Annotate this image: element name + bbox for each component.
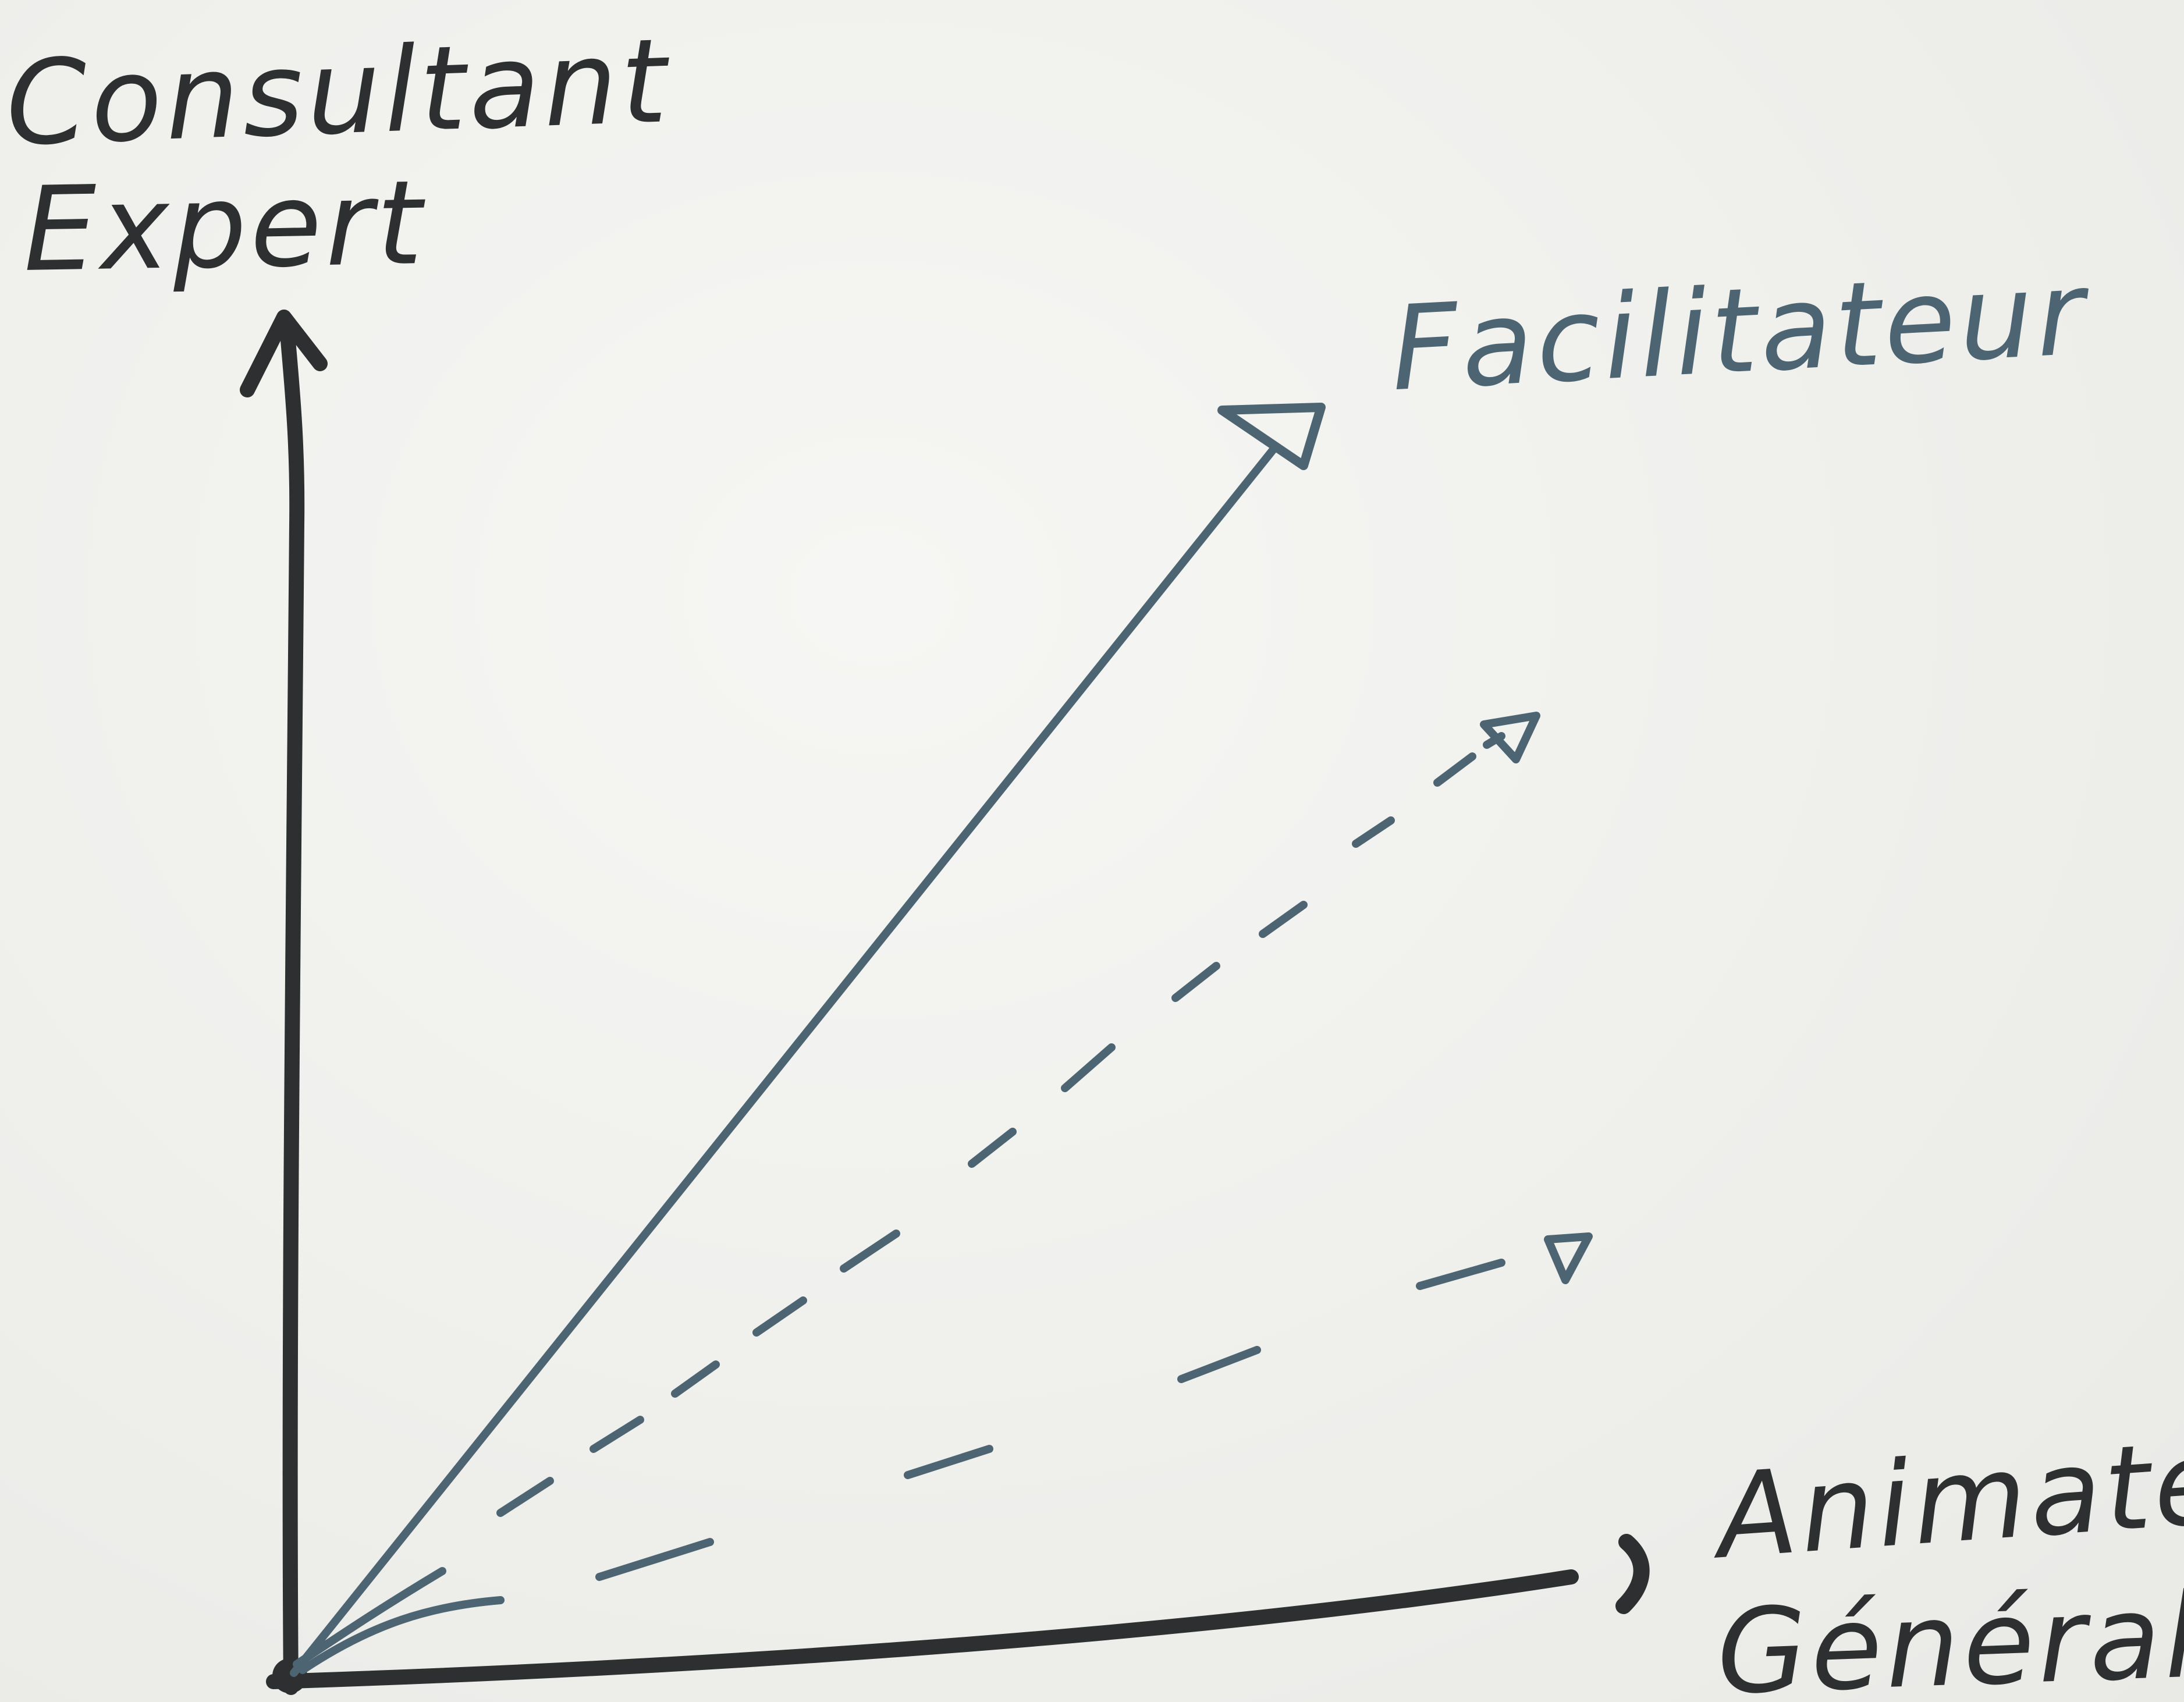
x-axis-arrowhead — [1615, 1534, 1650, 1614]
upper-dashed-arrowhead — [1480, 712, 1540, 763]
y-axis-label-line1: Consultant — [3, 13, 673, 172]
upper-dashed-arrow — [496, 732, 1505, 1517]
lower-dashed-arrowhead — [1544, 1232, 1593, 1284]
facilitateur-arrowhead — [1217, 403, 1326, 470]
y-axis-arrowhead — [240, 310, 328, 397]
facilitateur-arrow-line — [290, 444, 1279, 1677]
x-axis-label-line2: Généraliste — [1714, 1560, 2184, 1702]
lower-dashed-arrow — [595, 1259, 1505, 1581]
y-axis-line — [279, 318, 305, 1695]
x-axis-line — [266, 1569, 1579, 1689]
y-axis-label-line2: Expert — [22, 155, 427, 299]
origin-stroke-lower — [299, 1596, 505, 1674]
diagonal-label: Facilitateur — [1387, 245, 2091, 418]
origin-stroke-upper — [293, 1567, 446, 1668]
